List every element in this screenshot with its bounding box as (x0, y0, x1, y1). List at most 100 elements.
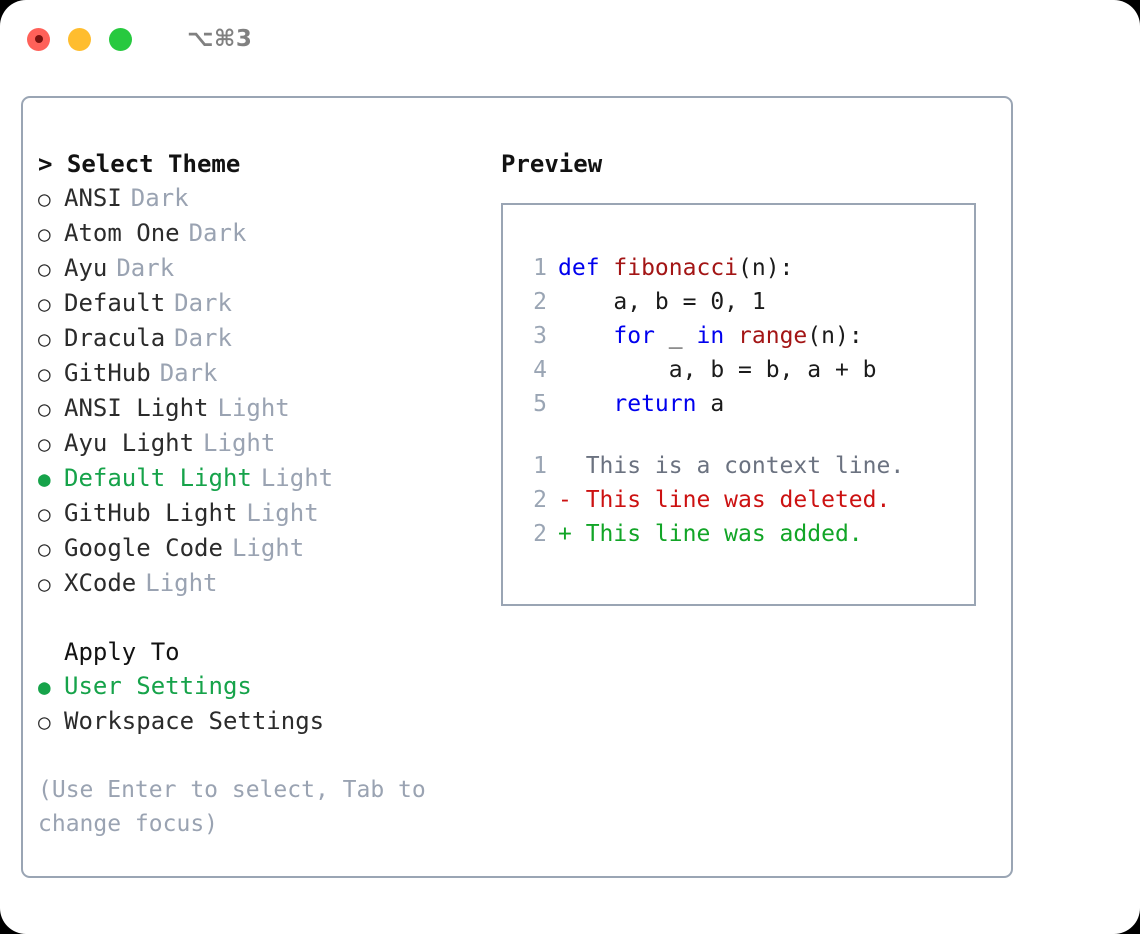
keyboard-shortcut-label: ⌥⌘3 (187, 26, 253, 52)
option-label: Atom One (64, 219, 180, 247)
apply-to-option-0[interactable]: ●User Settings (38, 669, 478, 704)
option-variant-tag: Light (246, 499, 319, 527)
select-theme-header: > Select Theme (38, 150, 241, 178)
apply-to-header: Apply To (64, 638, 180, 666)
theme-option-5[interactable]: ○ GitHub Dark (38, 356, 478, 391)
line-content: def fibonacci(n): (558, 251, 793, 285)
option-label: Workspace Settings (64, 707, 325, 735)
radio-unselected-icon: ○ (38, 397, 51, 421)
token-kw: in (696, 323, 725, 349)
token-plain (558, 391, 613, 417)
option-variant-tag: Dark (116, 254, 175, 282)
diff-line: 2 + This line was added. (521, 517, 974, 551)
line-content: a, b = 0, 1 (558, 285, 765, 319)
diff-sample: 1 This is a context line. 2 - This line wa… (521, 449, 974, 551)
radio-unselected-icon: ○ (38, 187, 51, 211)
line-number: 1 (533, 453, 547, 479)
token-plain: a, b = b, a + b (558, 357, 877, 383)
option-variant-tag: Light (231, 534, 305, 562)
maximize-button-icon[interactable] (109, 27, 132, 51)
theme-option-10[interactable]: ○ Google Code Light (38, 531, 478, 566)
code-diff-spacer (521, 421, 974, 449)
code-line: 3 for _ in range(n): (521, 319, 974, 353)
token-plain (558, 323, 613, 349)
line-content: This is a context line. (558, 449, 905, 483)
radio-selected-icon: ● (38, 467, 51, 491)
radio-unselected-icon: ○ (38, 432, 51, 456)
option-variant-tag: Light (260, 464, 334, 492)
preview-title: Preview (501, 150, 603, 178)
apply-to-option-1[interactable]: ○Workspace Settings (38, 704, 478, 739)
token-kw: for (613, 323, 655, 349)
token-plain: a (696, 391, 725, 417)
token-del: - This line was deleted. (558, 487, 891, 513)
option-variant-tag: Dark (174, 324, 232, 352)
option-label: GitHub Light (64, 499, 238, 527)
token-fn: range (738, 323, 808, 349)
option-label: ANSI Light (64, 394, 209, 422)
keyboard-hint-text: (Use Enter to select, Tab to change focu… (38, 777, 426, 837)
radio-unselected-icon: ○ (38, 362, 51, 386)
theme-option-8[interactable]: ● Default Light Light (38, 461, 478, 496)
radio-unselected-icon: ○ (38, 572, 51, 596)
line-number: 2 (533, 521, 547, 547)
token-plain (724, 323, 738, 349)
radio-unselected-icon: ○ (38, 537, 51, 561)
option-label: Ayu (64, 254, 108, 282)
option-variant-tag: Dark (174, 289, 232, 317)
option-label: Google Code (64, 534, 223, 562)
token-kw: return (613, 391, 697, 417)
theme-option-9[interactable]: ○ GitHub Light Light (38, 496, 478, 531)
line-content: for _ in range(n): (558, 319, 862, 353)
token-plain: (n): (738, 255, 794, 281)
code-line: 5 return a (521, 387, 974, 421)
theme-option-4[interactable]: ○ Dracula Dark (38, 321, 478, 356)
token-kw: def (558, 255, 614, 281)
radio-unselected-icon: ○ (38, 327, 51, 351)
theme-option-1[interactable]: ○ Atom One Dark (38, 216, 478, 251)
window-controls (27, 27, 132, 51)
option-label: Default Light (64, 464, 252, 492)
radio-unselected-icon: ○ (38, 502, 51, 526)
title-bar: ⌥⌘3 (0, 0, 1140, 78)
radio-unselected-icon: ○ (38, 292, 51, 316)
token-add: + This line was added. (558, 521, 863, 547)
diff-line: 2 - This line was deleted. (521, 483, 974, 517)
line-number: 5 (533, 391, 547, 417)
option-variant-tag: Light (145, 569, 218, 597)
minimize-button-icon[interactable] (68, 27, 91, 51)
line-content: + This line was added. (558, 517, 863, 551)
line-number: 2 (533, 289, 547, 315)
option-variant-tag: Dark (188, 219, 247, 247)
option-label: Dracula (64, 324, 166, 352)
option-variant-tag: Dark (159, 359, 218, 387)
option-label: Ayu Light (64, 429, 195, 457)
line-content: a, b = b, a + b (558, 353, 877, 387)
diff-line: 1 This is a context line. (521, 449, 974, 483)
radio-selected-icon: ● (38, 675, 51, 699)
option-variant-tag: Dark (130, 184, 189, 212)
close-button-icon[interactable] (27, 27, 50, 51)
section-spacer (38, 601, 478, 635)
radio-unselected-icon: ○ (38, 222, 51, 246)
token-fn: fibonacci (613, 255, 739, 281)
code-line: 2 a, b = 0, 1 (521, 285, 974, 319)
line-number: 2 (533, 487, 547, 513)
apply-to-option-list[interactable]: ●User Settings○Workspace Settings (38, 669, 478, 739)
option-label: GitHub (64, 359, 151, 387)
line-content: return a (558, 387, 724, 421)
token-ctx: This is a context line. (558, 453, 905, 479)
